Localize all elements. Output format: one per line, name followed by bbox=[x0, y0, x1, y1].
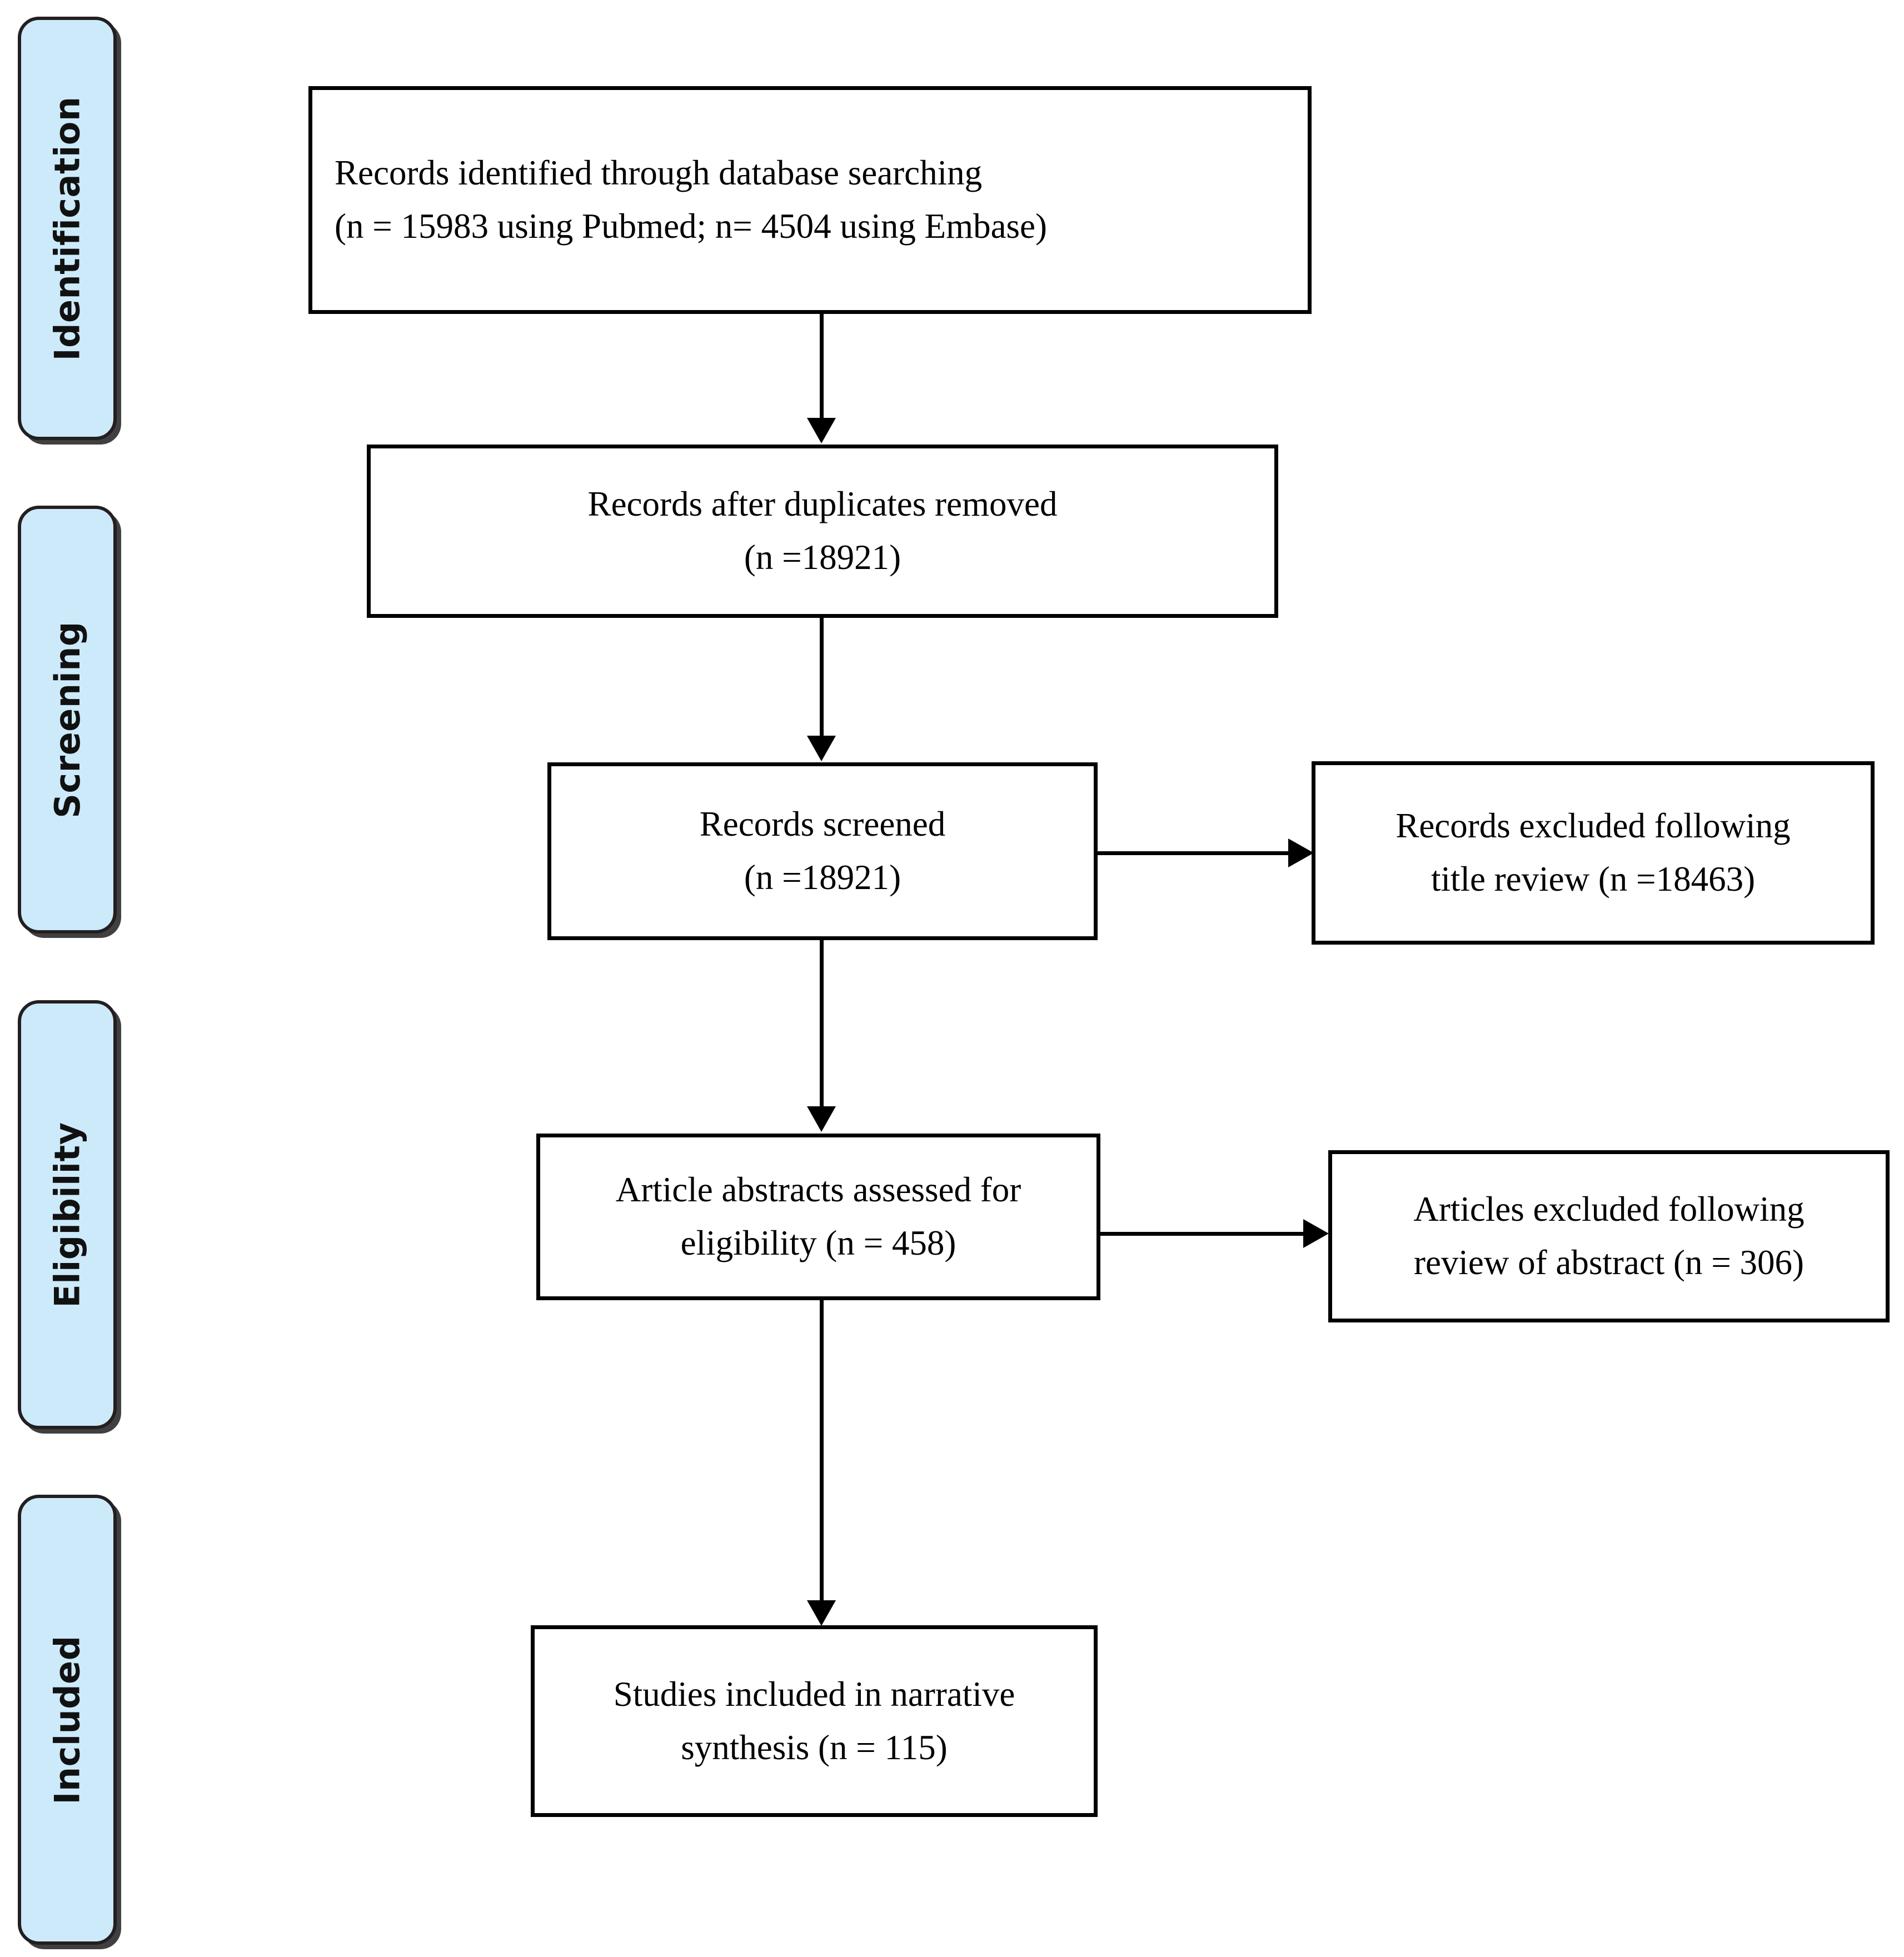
connector-abstracts-to-excluded-abstract bbox=[1100, 1232, 1306, 1236]
box-records-screened-line2: (n =18921) bbox=[744, 858, 901, 897]
connector-duplicates-to-screened bbox=[820, 618, 824, 737]
arrowhead-abstracts-to-excluded-abstract bbox=[1303, 1219, 1329, 1248]
box-records-after-duplicates-line2: (n =18921) bbox=[744, 538, 901, 577]
box-records-excluded-title-review-line2: title review (n =18463) bbox=[1431, 860, 1756, 898]
phase-label-eligibility: Eligibility bbox=[47, 1121, 88, 1308]
box-studies-included: Studies included in narrative synthesis … bbox=[531, 1625, 1098, 1817]
box-studies-included-line2: synthesis (n = 115) bbox=[681, 1728, 948, 1767]
phase-rail: Identification Screening Eligibility Inc… bbox=[18, 0, 118, 1957]
box-records-screened-line1: Records screened bbox=[699, 805, 946, 844]
box-records-after-duplicates-line1: Records after duplicates removed bbox=[587, 485, 1058, 524]
phase-label-screening: Screening bbox=[47, 621, 88, 818]
box-records-after-duplicates: Records after duplicates removed (n =189… bbox=[367, 445, 1278, 618]
connector-screened-to-excluded-title bbox=[1098, 851, 1292, 855]
box-articles-excluded-abstract-review: Articles excluded following review of ab… bbox=[1328, 1150, 1890, 1322]
box-abstracts-assessed-line2: eligibility (n = 458) bbox=[680, 1224, 956, 1262]
phase-box-identification: Identification bbox=[18, 17, 117, 440]
phase-label-included: Included bbox=[47, 1635, 88, 1805]
arrowhead-screened-to-excluded-title bbox=[1288, 838, 1314, 867]
arrowhead-identified-to-duplicates bbox=[807, 418, 836, 443]
connector-abstracts-to-included bbox=[820, 1300, 824, 1603]
arrowhead-abstracts-to-included bbox=[807, 1600, 836, 1626]
phase-box-eligibility: Eligibility bbox=[18, 1000, 117, 1429]
box-records-identified-line2: (n = 15983 using Pubmed; n= 4504 using E… bbox=[335, 207, 1047, 246]
phase-label-identification: Identification bbox=[47, 96, 88, 361]
arrowhead-duplicates-to-screened bbox=[807, 736, 836, 761]
box-abstracts-assessed: Article abstracts assessed for eligibili… bbox=[536, 1134, 1100, 1300]
box-records-identified: Records identified through database sear… bbox=[308, 86, 1312, 314]
phase-box-included: Included bbox=[18, 1495, 117, 1945]
box-articles-excluded-abstract-review-line2: review of abstract (n = 306) bbox=[1413, 1243, 1804, 1282]
box-articles-excluded-abstract-review-line1: Articles excluded following bbox=[1413, 1190, 1805, 1229]
box-records-screened: Records screened (n =18921) bbox=[547, 762, 1098, 940]
box-studies-included-line1: Studies included in narrative bbox=[613, 1674, 1015, 1714]
arrowhead-screened-to-abstracts bbox=[807, 1106, 836, 1132]
connector-screened-to-abstracts bbox=[820, 940, 824, 1108]
box-abstracts-assessed-line1: Article abstracts assessed for bbox=[615, 1170, 1021, 1210]
phase-box-screening: Screening bbox=[18, 506, 117, 933]
connector-identified-to-duplicates bbox=[820, 314, 824, 420]
box-records-identified-line1: Records identified through database sear… bbox=[335, 153, 983, 193]
box-records-excluded-title-review-line1: Records excluded following bbox=[1395, 806, 1791, 846]
box-records-excluded-title-review: Records excluded following title review … bbox=[1312, 761, 1875, 945]
